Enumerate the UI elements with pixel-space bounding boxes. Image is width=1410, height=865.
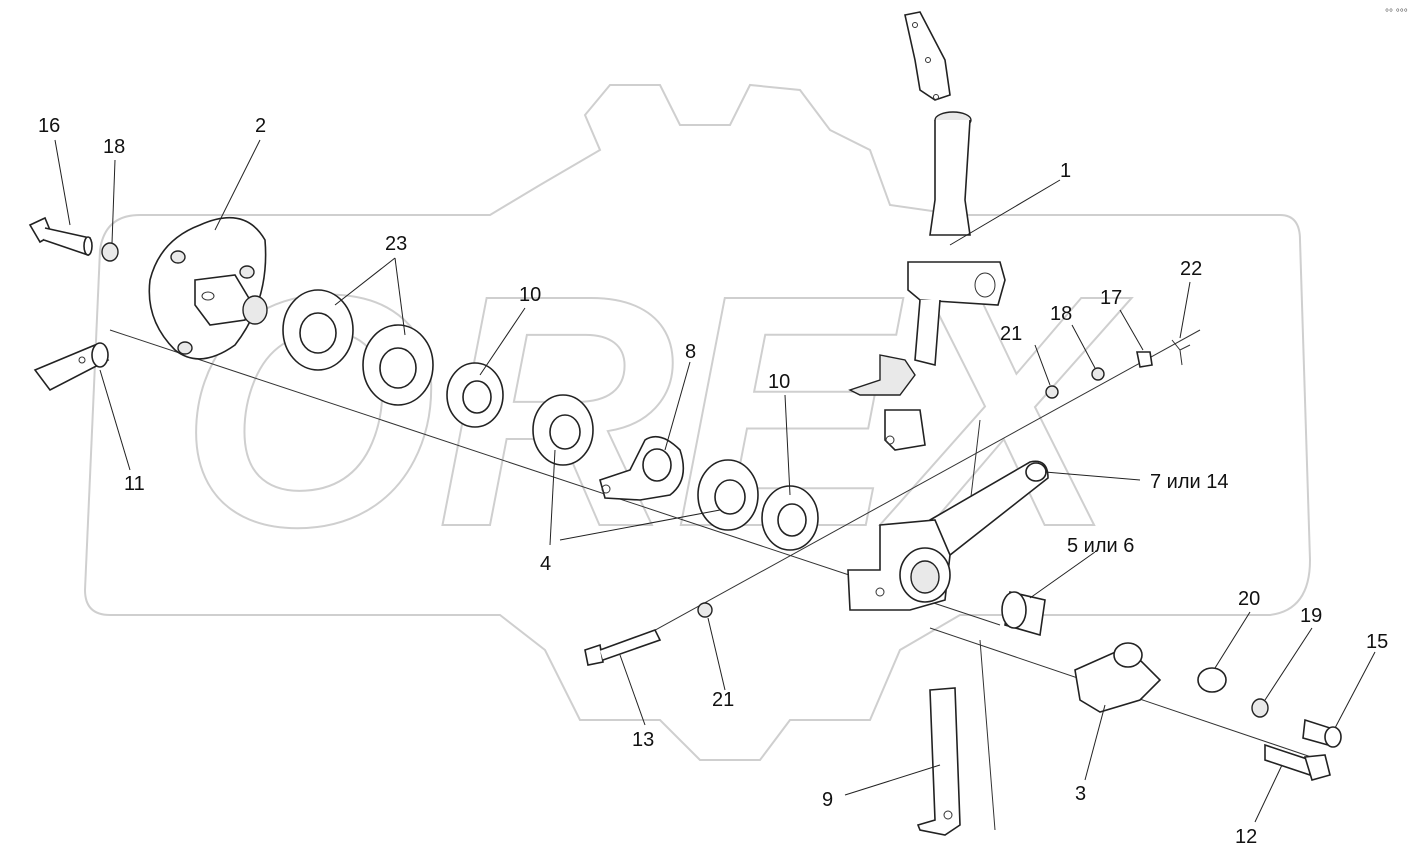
corner-mark: °° °°°: [1385, 8, 1408, 19]
label-20: 20: [1238, 588, 1260, 610]
label-19: 19: [1300, 605, 1322, 627]
label-5: 5 или 6: [1067, 535, 1134, 557]
part-labels: 1 2 3 4 5 или 6 7 или 14 8 9 10 10 11 12…: [38, 115, 1388, 848]
leader-lines: [54, 139, 1376, 823]
part-11-pin: [33, 342, 110, 392]
part-20-washer: [1197, 667, 1227, 693]
label-2: 2: [255, 115, 266, 137]
label-18-right: 18: [1050, 303, 1072, 325]
label-3: 3: [1075, 783, 1086, 805]
part-10-washers: [446, 362, 819, 551]
part-5-bushing: [1001, 591, 1046, 637]
label-8: 8: [685, 341, 696, 363]
part-12-bolt: [1264, 743, 1331, 781]
label-7: 7 или 14: [1150, 471, 1229, 493]
part-21-washer-lower: [697, 602, 713, 618]
label-13: 13: [632, 729, 654, 751]
part-8-plate: [599, 435, 685, 501]
part-1-lever: [848, 11, 1006, 451]
part-15-bolt: [1302, 718, 1342, 748]
label-12: 12: [1235, 826, 1257, 848]
part-23-gaskets: [282, 289, 434, 406]
part-2-flange: [148, 217, 268, 360]
part-17-nut: [1136, 351, 1153, 368]
part-19-washer: [1251, 698, 1269, 718]
label-10-right: 10: [768, 371, 790, 393]
part-4-rings: [532, 394, 759, 531]
part-22-cotter-pin: [1171, 339, 1191, 366]
part-18-washer-left: [101, 242, 119, 262]
label-18-left: 18: [103, 136, 125, 158]
label-9: 9: [822, 789, 833, 811]
label-17: 17: [1100, 287, 1122, 309]
label-21-lower: 21: [712, 689, 734, 711]
label-15: 15: [1366, 631, 1388, 653]
label-23: 23: [385, 233, 407, 255]
part-13-bolt: [584, 629, 662, 666]
bracket-body: [847, 519, 951, 611]
label-21-upper: 21: [1000, 323, 1022, 345]
part-3-clamp: [1074, 642, 1162, 713]
label-1: 1: [1060, 160, 1071, 182]
label-16: 16: [38, 115, 60, 137]
part-16-bolt: [28, 216, 93, 257]
label-4: 4: [540, 553, 551, 575]
label-22: 22: [1180, 258, 1202, 280]
label-11: 11: [124, 473, 145, 495]
part-9-bar: [916, 687, 961, 836]
part-21-washer-upper: [1045, 385, 1059, 399]
label-10-left: 10: [519, 284, 541, 306]
part-18-washer-right: [1091, 367, 1105, 381]
